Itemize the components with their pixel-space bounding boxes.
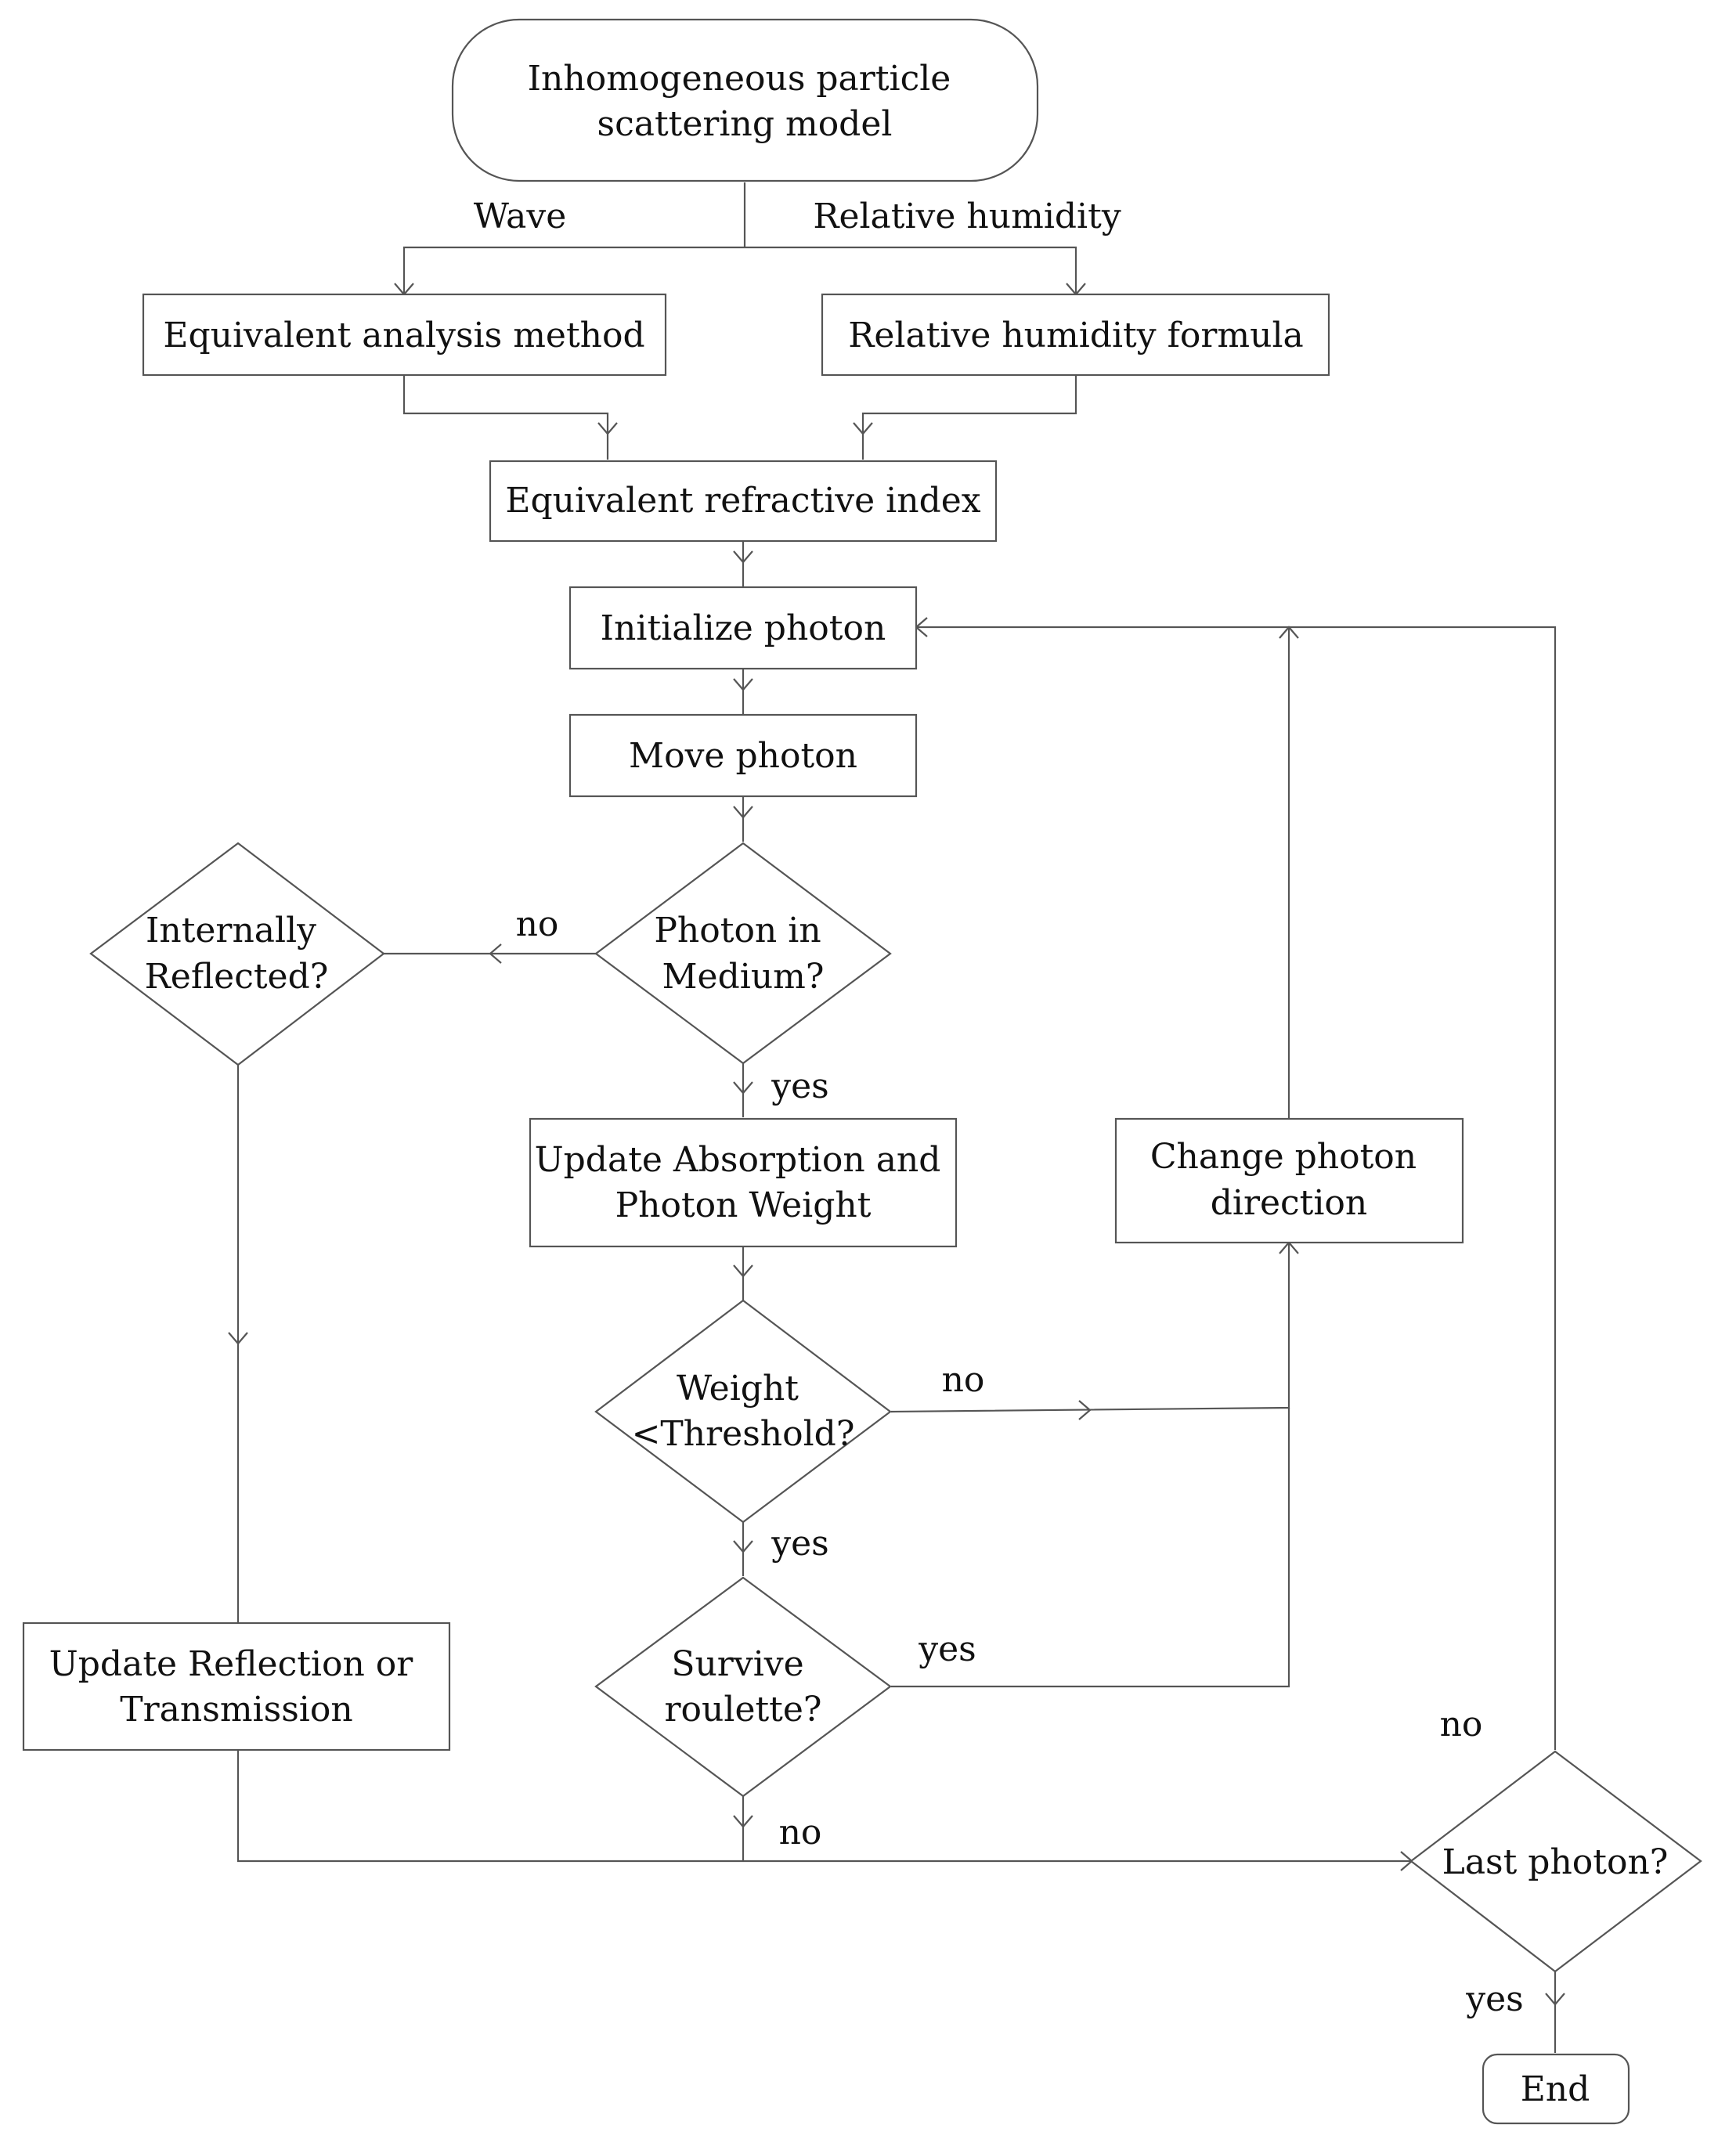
arrowhead: [733, 1815, 753, 1828]
svg-text:Update Reflection or Tra: Update Reflection or Transmission: [49, 1644, 424, 1730]
svg-text:Survive roulette?: Survive roulette?: [665, 1644, 822, 1730]
weight-threshold-label-line-1: Weight: [677, 1369, 799, 1409]
survive-roulette-label-line-1: Survive: [671, 1644, 803, 1684]
edge-start-to-humidity-formula: [745, 246, 1077, 294]
update-reflection-label-line-1: Update Reflection or: [49, 1644, 414, 1684]
arrowhead: [733, 806, 753, 819]
last-photon-label: Last photon?: [1442, 1842, 1669, 1882]
relative-humidity-formula-label: Relative humidity formula: [848, 316, 1304, 355]
medium-no-label: no: [516, 904, 559, 944]
photon-in-medium-label-line-2: Medium?: [662, 957, 825, 997]
arrowheads: [228, 283, 1565, 2006]
equivalent-analysis-method-label: Equivalent analysis method: [163, 316, 644, 355]
last-photon-no-label: no: [1440, 1704, 1483, 1744]
equivalent-refractive-index-label: Equivalent refractive index: [505, 481, 980, 521]
connectors: [236, 182, 1557, 2053]
end-node: End: [1482, 2053, 1630, 2125]
update-absorption-box: Update Absorption and Photon Weight: [529, 1117, 958, 1248]
arrowhead: [733, 1264, 753, 1278]
svg-text:Relative humidity formula: Relative humidity formula: [848, 316, 1304, 355]
arrowhead: [597, 422, 618, 435]
photon-in-medium-label-line-1: Photon in: [654, 911, 821, 951]
photon-in-medium-decision: Photon in Medium?: [594, 842, 892, 1065]
svg-text:Weight <Threshold?: Weight <Threshold?: [632, 1369, 855, 1454]
initialize-photon-label: Initialize photon: [601, 608, 886, 648]
relative-humidity-label: Relative humidity: [813, 197, 1121, 236]
weight-no-label: no: [942, 1360, 985, 1400]
change-photon-direction-label-line-1: Change photon: [1150, 1137, 1417, 1177]
end-label: End: [1521, 2069, 1590, 2109]
svg-text:Change photon direction: Change photon direction: [1150, 1137, 1427, 1223]
last-photon-yes-label: yes: [1465, 1979, 1523, 2019]
arrowhead: [733, 678, 753, 691]
start-node: Inhomogeneous particle scattering model: [451, 18, 1039, 182]
svg-text:Move photon: Move photon: [629, 736, 857, 776]
survive-no-label: no: [779, 1813, 822, 1852]
internally-reflected-label-line-1: Internally: [146, 911, 316, 951]
start-node-label-line-1: Inhomogeneous particle: [528, 59, 951, 99]
initialize-photon-box: Initialize photon: [568, 586, 918, 670]
svg-text:Internally Reflected?: Internally Reflected?: [145, 911, 329, 997]
weight-threshold-decision: Weight <Threshold?: [594, 1299, 892, 1524]
arrowhead: [733, 550, 753, 564]
survive-yes-label: yes: [918, 1629, 976, 1669]
svg-text:End: End: [1521, 2069, 1590, 2109]
svg-text:Last photon?: Last photon?: [1442, 1842, 1669, 1882]
svg-text:Initialize photon: Initialize photon: [601, 608, 886, 648]
medium-yes-label: yes: [771, 1066, 828, 1106]
survive-roulette-label-line-2: roulette?: [665, 1690, 822, 1730]
equivalent-analysis-method-box: Equivalent analysis method: [142, 293, 667, 377]
change-photon-direction-label-line-2: direction: [1211, 1183, 1368, 1223]
svg-text:Photon in Medium?: Photon in Medium?: [654, 911, 832, 997]
edge-survive-yes-to-direction: [891, 1408, 1290, 1688]
arrowhead: [733, 1540, 753, 1553]
edge-equivalent-method-to-index: [402, 375, 609, 460]
move-photon-label: Move photon: [629, 736, 857, 776]
update-reflection-transmission-box: Update Reflection or Transmission: [22, 1622, 451, 1751]
change-photon-direction-box: Change photon direction: [1114, 1117, 1464, 1244]
internally-reflected-decision: Internally Reflected?: [89, 842, 385, 1066]
survive-roulette-decision: Survive roulette?: [594, 1576, 892, 1798]
edge-last-photon-no-loop: [916, 626, 1557, 1750]
edge-humidity-formula-to-index: [861, 375, 1077, 460]
arrowhead: [733, 1081, 753, 1095]
edge-labels: Wave Relative humidity no yes no yes yes…: [474, 197, 1524, 2019]
relative-humidity-formula-box: Relative humidity formula: [821, 293, 1330, 377]
wave-label: Wave: [474, 197, 567, 236]
last-photon-decision: Last photon?: [1409, 1750, 1702, 1973]
svg-text:Update Absorption and Ph: Update Absorption and Photon Weight: [535, 1140, 952, 1225]
arrowhead: [228, 1332, 248, 1345]
arrowhead: [1279, 626, 1299, 639]
edge-start-to-equivalent-method: [402, 246, 745, 294]
svg-text:Equivalent refractive index: Equivalent refractive index: [505, 481, 980, 521]
edge-update-reflection-to-last-photon: [236, 1750, 1412, 1863]
arrowhead: [853, 422, 873, 435]
internally-reflected-label-line-2: Reflected?: [145, 957, 329, 997]
svg-text:Inhomogeneous particle s: Inhomogeneous particle scattering model: [528, 59, 962, 144]
update-reflection-label-line-2: Transmission: [120, 1690, 352, 1730]
equivalent-refractive-index-box: Equivalent refractive index: [489, 460, 998, 543]
weight-yes-label: yes: [771, 1524, 828, 1564]
weight-threshold-label-line-2: <Threshold?: [632, 1414, 855, 1454]
move-photon-box: Move photon: [568, 713, 918, 798]
update-absorption-label-line-1: Update Absorption and: [535, 1140, 941, 1180]
update-absorption-label-line-2: Photon Weight: [615, 1185, 872, 1225]
arrowhead: [489, 943, 502, 964]
arrowhead: [1545, 1993, 1565, 2006]
arrowhead: [1078, 1400, 1092, 1420]
svg-text:Equivalent analysis method: Equivalent analysis method: [163, 316, 644, 355]
start-node-label-line-2: scattering model: [597, 104, 893, 144]
